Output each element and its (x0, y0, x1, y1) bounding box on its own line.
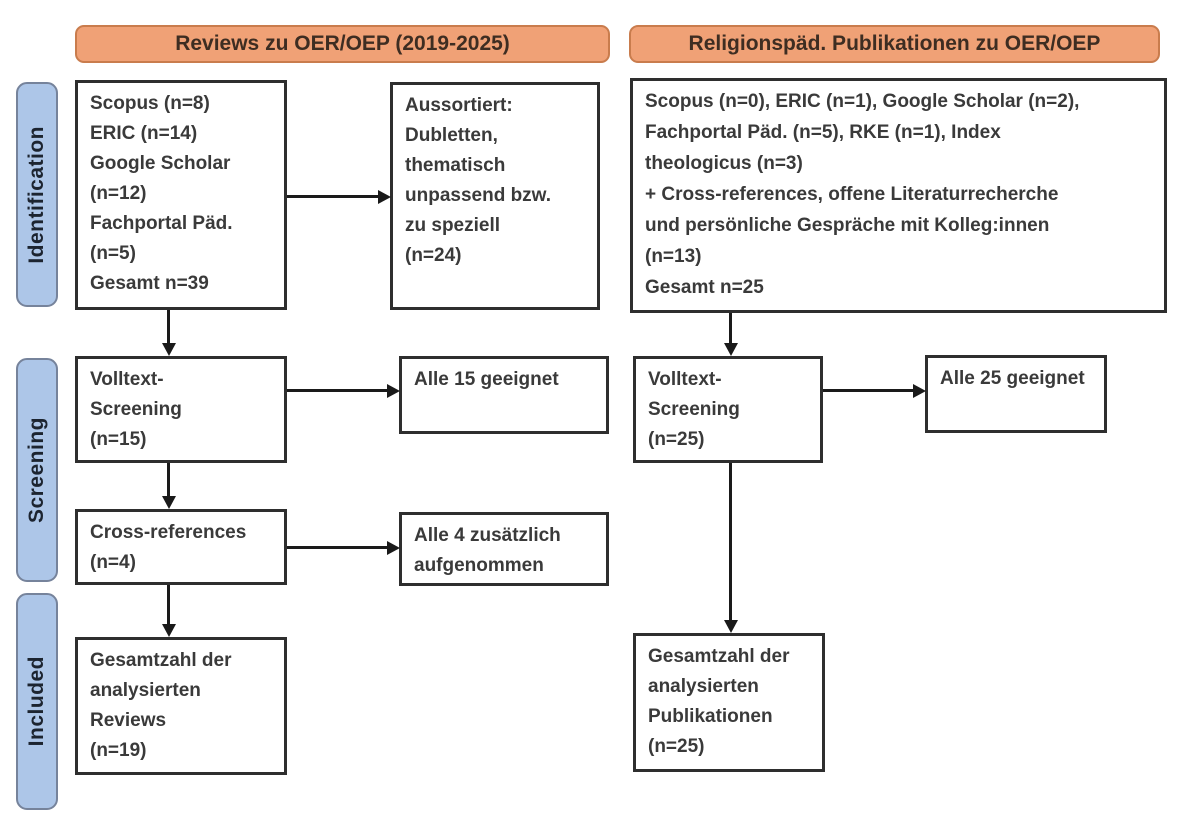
stage-tab-included-label: Included (25, 656, 48, 747)
stage-tab-screening-label: Screening (25, 416, 48, 524)
column-header-reviews: Reviews zu OER/OEP (2019-2025) (75, 25, 610, 63)
column-header-religionspaed: Religionspäd. Publikationen zu OER/OEP (629, 25, 1160, 63)
node-right-fulltext-screening: Volltext- Screening (n=25) (633, 356, 823, 463)
node-left-sources: Scopus (n=8) ERIC (n=14) Google Scholar … (75, 80, 287, 310)
node-left-excluded: Aussortiert: Dubletten, thematisch unpas… (390, 82, 600, 310)
stage-tab-included: Included (16, 593, 58, 810)
column-header-reviews-label: Reviews zu OER/OEP (2019-2025) (175, 32, 510, 55)
stage-tab-screening: Screening (16, 358, 58, 582)
node-right-total: Gesamtzahl der analysierten Publikatione… (633, 633, 825, 772)
column-header-religionspaed-label: Religionspäd. Publikationen zu OER/OEP (688, 32, 1101, 55)
node-right-eligible: Alle 25 geeignet (925, 355, 1107, 433)
node-left-fulltext-screening: Volltext- Screening (n=15) (75, 356, 287, 463)
node-left-crossreferences: Cross-references (n=4) (75, 509, 287, 585)
node-left-total: Gesamtzahl der analysierten Reviews (n=1… (75, 637, 287, 775)
node-left-eligible: Alle 15 geeignet (399, 356, 609, 434)
stage-tab-identification-label: Identification (25, 125, 48, 264)
stage-tab-identification: Identification (16, 82, 58, 307)
node-right-sources: Scopus (n=0), ERIC (n=1), Google Scholar… (630, 78, 1167, 313)
node-left-added: Alle 4 zusätzlich aufgenommen (399, 512, 609, 586)
